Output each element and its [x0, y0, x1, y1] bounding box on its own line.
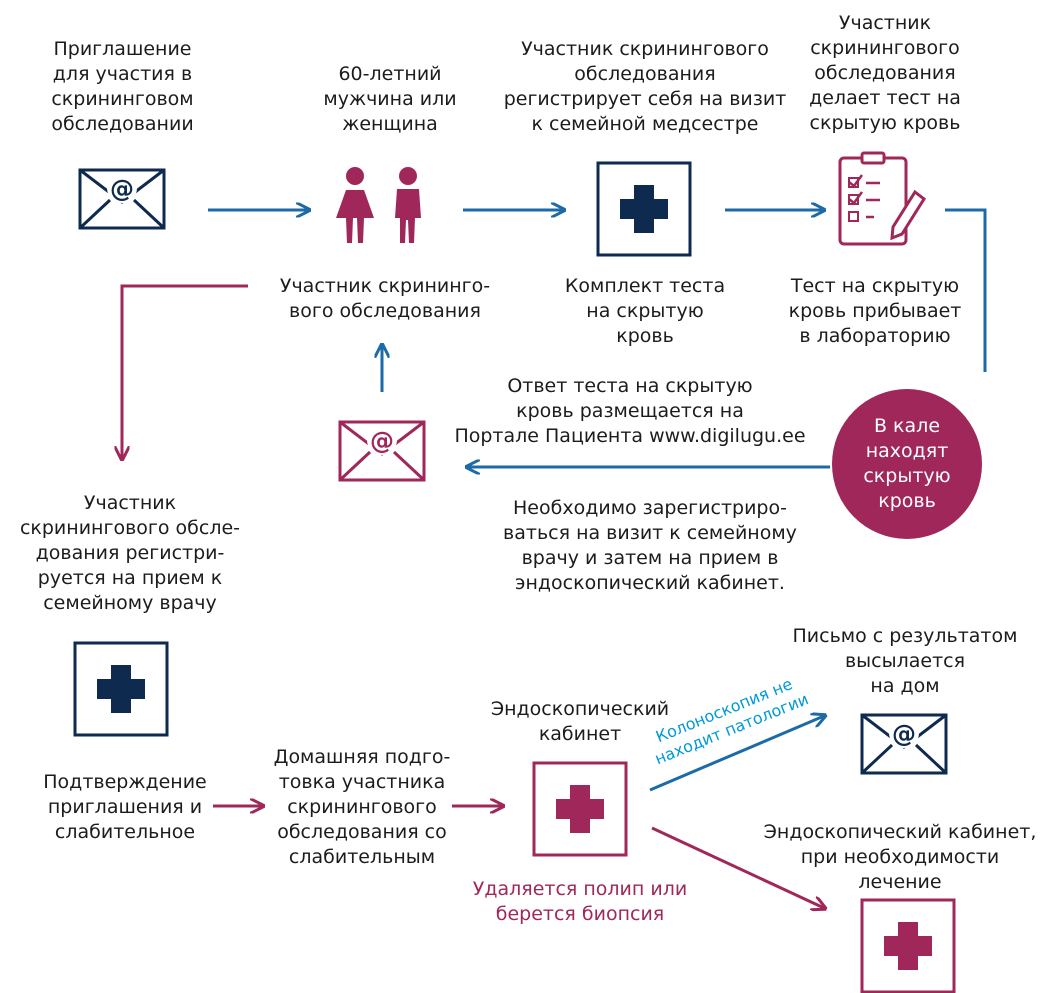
- takes-test-label: Участник скринингового обследования дела…: [809, 12, 961, 134]
- registers-doctor-label: Участник скринингового обсле- дования ре…: [19, 492, 241, 614]
- svg-text:@: @: [370, 427, 394, 455]
- home-prep-label: Домашняя подго- товка участника скрининг…: [273, 746, 451, 868]
- participant-label: Участник скрининго- вого обследования: [279, 275, 491, 322]
- arrow-to-treatment: [651, 826, 824, 908]
- medical-cross-box-icon: [73, 641, 169, 737]
- checklist-pencil-icon: [838, 151, 926, 246]
- confirmation-label: Подтверждение приглашения и слабительное: [43, 771, 207, 843]
- envelope-at-icon: @: [78, 168, 166, 230]
- endoscopy-room-label: Эндоскопический кабинет: [490, 698, 670, 745]
- polyp-removed-label: Удаляется полип или берется биопсия: [472, 878, 688, 925]
- result-portal-label: Ответ теста на скрытую кровь размещается…: [454, 375, 806, 447]
- medical-cross-box-icon: [532, 761, 628, 857]
- person-label: 60-летний мужчина или женщина: [323, 63, 457, 135]
- registers-nurse-label: Участник скринингового обследования реги…: [503, 38, 787, 135]
- invitation-label: Приглашение для участия в скрининговом о…: [51, 38, 194, 135]
- blood-found-circle: [832, 389, 982, 539]
- woman-man-icon: [336, 167, 421, 243]
- must-register-label: Необходимо зарегистриро- ваться на визит…: [503, 497, 797, 594]
- arrow-no-pathology: [649, 716, 824, 792]
- letter-home-label: Письмо с результатом высылается на дом: [792, 625, 1018, 697]
- blood-found-label: В кале находят скрытую кровь: [863, 415, 951, 512]
- connector-participant-to-doctor: [122, 284, 248, 458]
- endoscopy-treatment-label: Эндоскопический кабинет, при необходимос…: [763, 821, 1037, 893]
- test-kit-label: Комплект теста на скрытую кровь: [564, 275, 726, 347]
- envelope-at-icon: @: [338, 420, 426, 482]
- envelope-at-icon: @: [860, 713, 948, 775]
- medical-cross-box-icon: [596, 161, 692, 257]
- medical-cross-box-icon: [860, 898, 956, 993]
- arrives-lab-label: Тест на скрытую кровь прибывает в лабора…: [788, 275, 962, 347]
- svg-text:@: @: [110, 175, 134, 203]
- svg-text:@: @: [892, 720, 916, 748]
- connector-test-to-lab: [945, 208, 987, 372]
